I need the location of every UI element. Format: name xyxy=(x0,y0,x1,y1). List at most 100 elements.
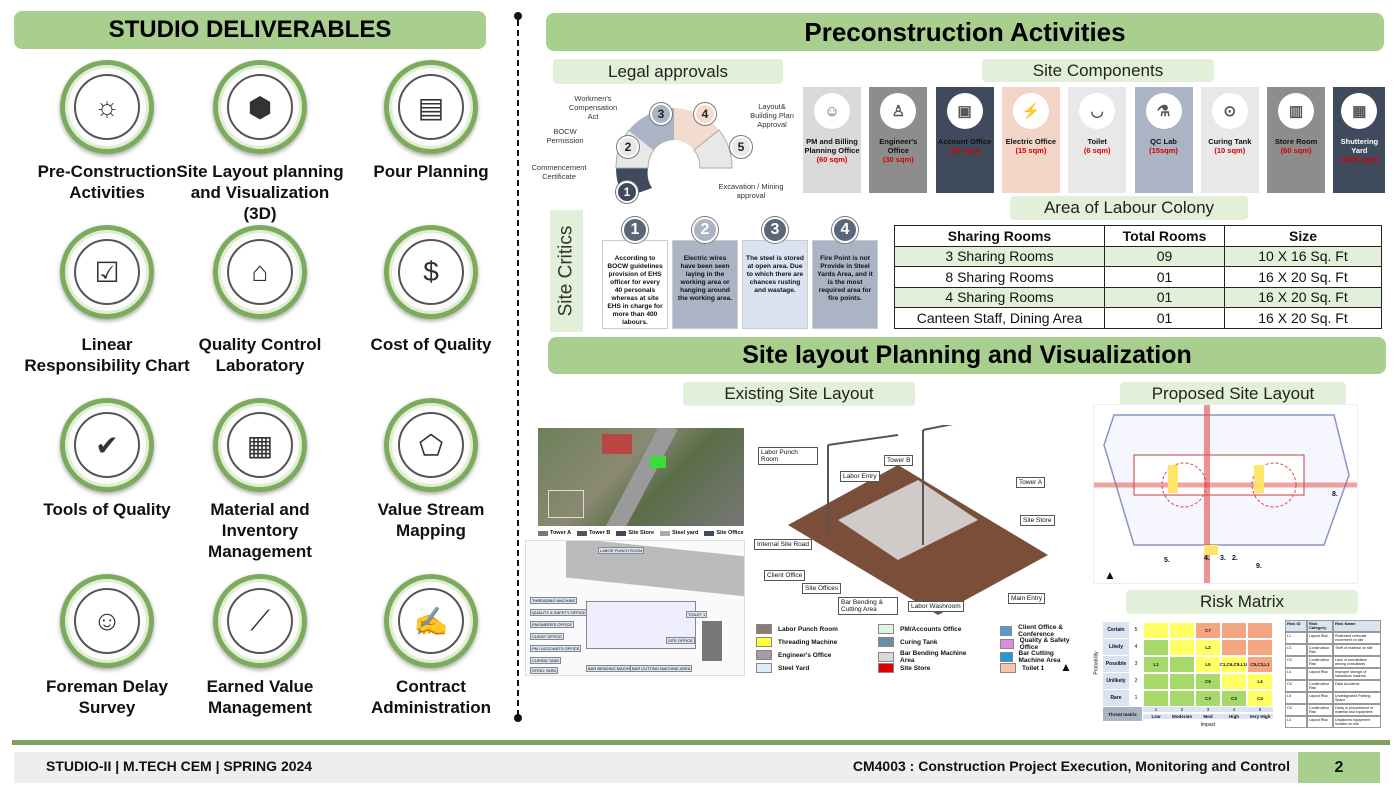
risk-table-header: Risk Category xyxy=(1307,620,1333,632)
site-critic-2: Electric wires have been seen laying in … xyxy=(672,240,738,329)
legend-swatch xyxy=(1000,626,1013,636)
legend-item: Threading Machine xyxy=(756,637,837,647)
map-legend-item: Tower B xyxy=(577,530,610,536)
labour-cell: 16 X 20 Sq. Ft xyxy=(1224,307,1382,329)
risk-cell xyxy=(1143,690,1169,707)
legend-swatch xyxy=(756,650,772,660)
risk-table-cell: Unplanned equipment location on site xyxy=(1333,716,1381,728)
page-number: 2 xyxy=(1298,752,1380,783)
labour-cell: 01 xyxy=(1104,307,1225,329)
site-critic-3: The steel is stored at open area. Due to… xyxy=(742,240,808,329)
legend-item: Bar Bending Machine Area xyxy=(878,650,970,664)
risk-table-cell: Construction Risk xyxy=(1307,656,1333,668)
component-name: Electric Office xyxy=(1005,137,1057,146)
component-icon: ☺ xyxy=(814,93,850,129)
labour-cell: 8 Sharing Rooms xyxy=(894,266,1105,288)
deliverable-label: Pour Planning xyxy=(373,162,489,181)
legend-item: Bar Cutting Machine Area xyxy=(1000,650,1078,664)
footer-band xyxy=(14,752,1312,783)
map-legend-label: Steel yard xyxy=(672,530,699,536)
legend-swatch xyxy=(756,637,772,647)
labour-colony-title: Area of Labour Colony xyxy=(1010,196,1248,220)
risk-table-cell: Layout Risk xyxy=(1307,632,1333,644)
preconstruction-title: Preconstruction Activities xyxy=(546,13,1384,51)
component-size: (1000 sqm) xyxy=(1339,155,1379,164)
risk-col-label: Low xyxy=(1143,714,1169,719)
view3d-label: Tower B xyxy=(884,455,914,466)
risk-cell xyxy=(1169,656,1195,673)
deliverable-9: ⬠Value Stream Mapping xyxy=(346,398,516,540)
component-icon: ▥ xyxy=(1278,93,1315,129)
labour-header-total: Total Rooms xyxy=(1104,225,1225,247)
labour-cell: 4 Sharing Rooms xyxy=(894,286,1105,308)
footer-course-text: CM4003 : Construction Project Execution,… xyxy=(852,758,1290,774)
deliverable-ring: ☼ xyxy=(60,60,154,154)
risk-table-cell: Undesignated Parking Space xyxy=(1333,692,1381,704)
legend-item: PM/Accounts Office xyxy=(878,624,961,634)
risk-row-label: Unlikely xyxy=(1103,673,1129,689)
deliverable-ring: ✔ xyxy=(60,398,154,492)
component-name: Engineer's Office xyxy=(879,137,918,155)
map-legend-item: Site Office xyxy=(704,530,744,536)
left-title: STUDIO DELIVERABLES xyxy=(14,11,486,49)
legend-item: Quality & Safety Office xyxy=(1000,637,1078,651)
component-size: (30 sqm) xyxy=(882,155,914,164)
deliverable-6: $Cost of Quality xyxy=(346,225,516,354)
site-component-6: ⚗QC Lab(15sqm) xyxy=(1134,87,1193,193)
component-size: (6 sqm) xyxy=(1083,146,1111,155)
deliverable-ring: ☑ xyxy=(60,225,154,319)
risk-row-label: Certain xyxy=(1103,622,1129,638)
legal-approvals-title: Legal approvals xyxy=(553,59,783,84)
legend-label: Steel Yard xyxy=(778,664,810,672)
component-name: Shuttering Yard xyxy=(1340,137,1379,155)
risk-cell xyxy=(1169,622,1195,639)
site-component-8: ▥Store Room(60 sqm) xyxy=(1267,87,1326,193)
lab-monitor-icon: ⌂ xyxy=(227,239,293,305)
risk-table-cell: Construction Risk xyxy=(1307,680,1333,692)
concrete-pour-icon: ▤ xyxy=(398,74,464,140)
legal-num-3: 3 xyxy=(650,103,672,125)
risk-cell xyxy=(1143,673,1169,690)
risk-cell: C4 xyxy=(1247,690,1273,707)
legend-swatch xyxy=(878,637,894,647)
component-icon: ⊙ xyxy=(1211,93,1248,129)
risk-table-cell: C6 xyxy=(1285,680,1307,692)
risk-row-label: Likely xyxy=(1103,639,1129,655)
plan-label: SITE OFFICE xyxy=(666,637,695,644)
risk-matrix-title: Risk Matrix xyxy=(1126,590,1358,614)
risk-cell xyxy=(1221,639,1247,656)
component-size: (10 sqm) xyxy=(1214,146,1246,155)
legend-swatch xyxy=(1000,652,1013,662)
component-name: Curing Tank xyxy=(1208,137,1252,146)
labour-cell: 01 xyxy=(1104,266,1225,288)
risk-table-cell: C6 xyxy=(1285,704,1307,716)
risk-cell: C1,C6,C9,L10 xyxy=(1220,656,1248,673)
site-component-1: ☺PM and Billing Planning Office(60 sqm) xyxy=(803,87,861,193)
north-arrow-icon: ▲ xyxy=(1060,660,1072,674)
deliverable-ring: $ xyxy=(384,225,478,319)
component-icon: ▣ xyxy=(946,93,983,129)
component-name: Toilet xyxy=(1087,137,1107,146)
meeting-icon: ☼ xyxy=(74,74,140,140)
proposed-zone-number: 8. xyxy=(1332,491,1338,498)
view3d-label: Tower A xyxy=(1016,477,1046,488)
deliverable-ring: ✍ xyxy=(384,574,478,668)
tower-b-marker xyxy=(548,490,584,518)
legend-item: Toilet 1 xyxy=(1000,663,1044,673)
proposed-zone-number: 2. xyxy=(1232,555,1238,562)
map-legend-item: Tower A xyxy=(538,530,571,536)
risk-col-label: Moderate xyxy=(1169,714,1195,719)
risk-table-cell: C1 xyxy=(1285,644,1307,656)
component-size: (15 sqm) xyxy=(1015,146,1047,155)
site-critics-label-box: Site Critics xyxy=(550,210,583,332)
deliverable-7: ✔Tools of Quality xyxy=(22,398,192,519)
foreman-icon: ☺ xyxy=(74,588,140,654)
risk-row-score: 3 xyxy=(1130,656,1142,672)
view3d-label: Internal Site Road xyxy=(754,539,813,550)
legend-swatch xyxy=(1000,639,1014,649)
plan-label: QUALITY & SAFETY OFFICE xyxy=(530,609,588,616)
map-legend-label: Site Office xyxy=(716,530,744,536)
